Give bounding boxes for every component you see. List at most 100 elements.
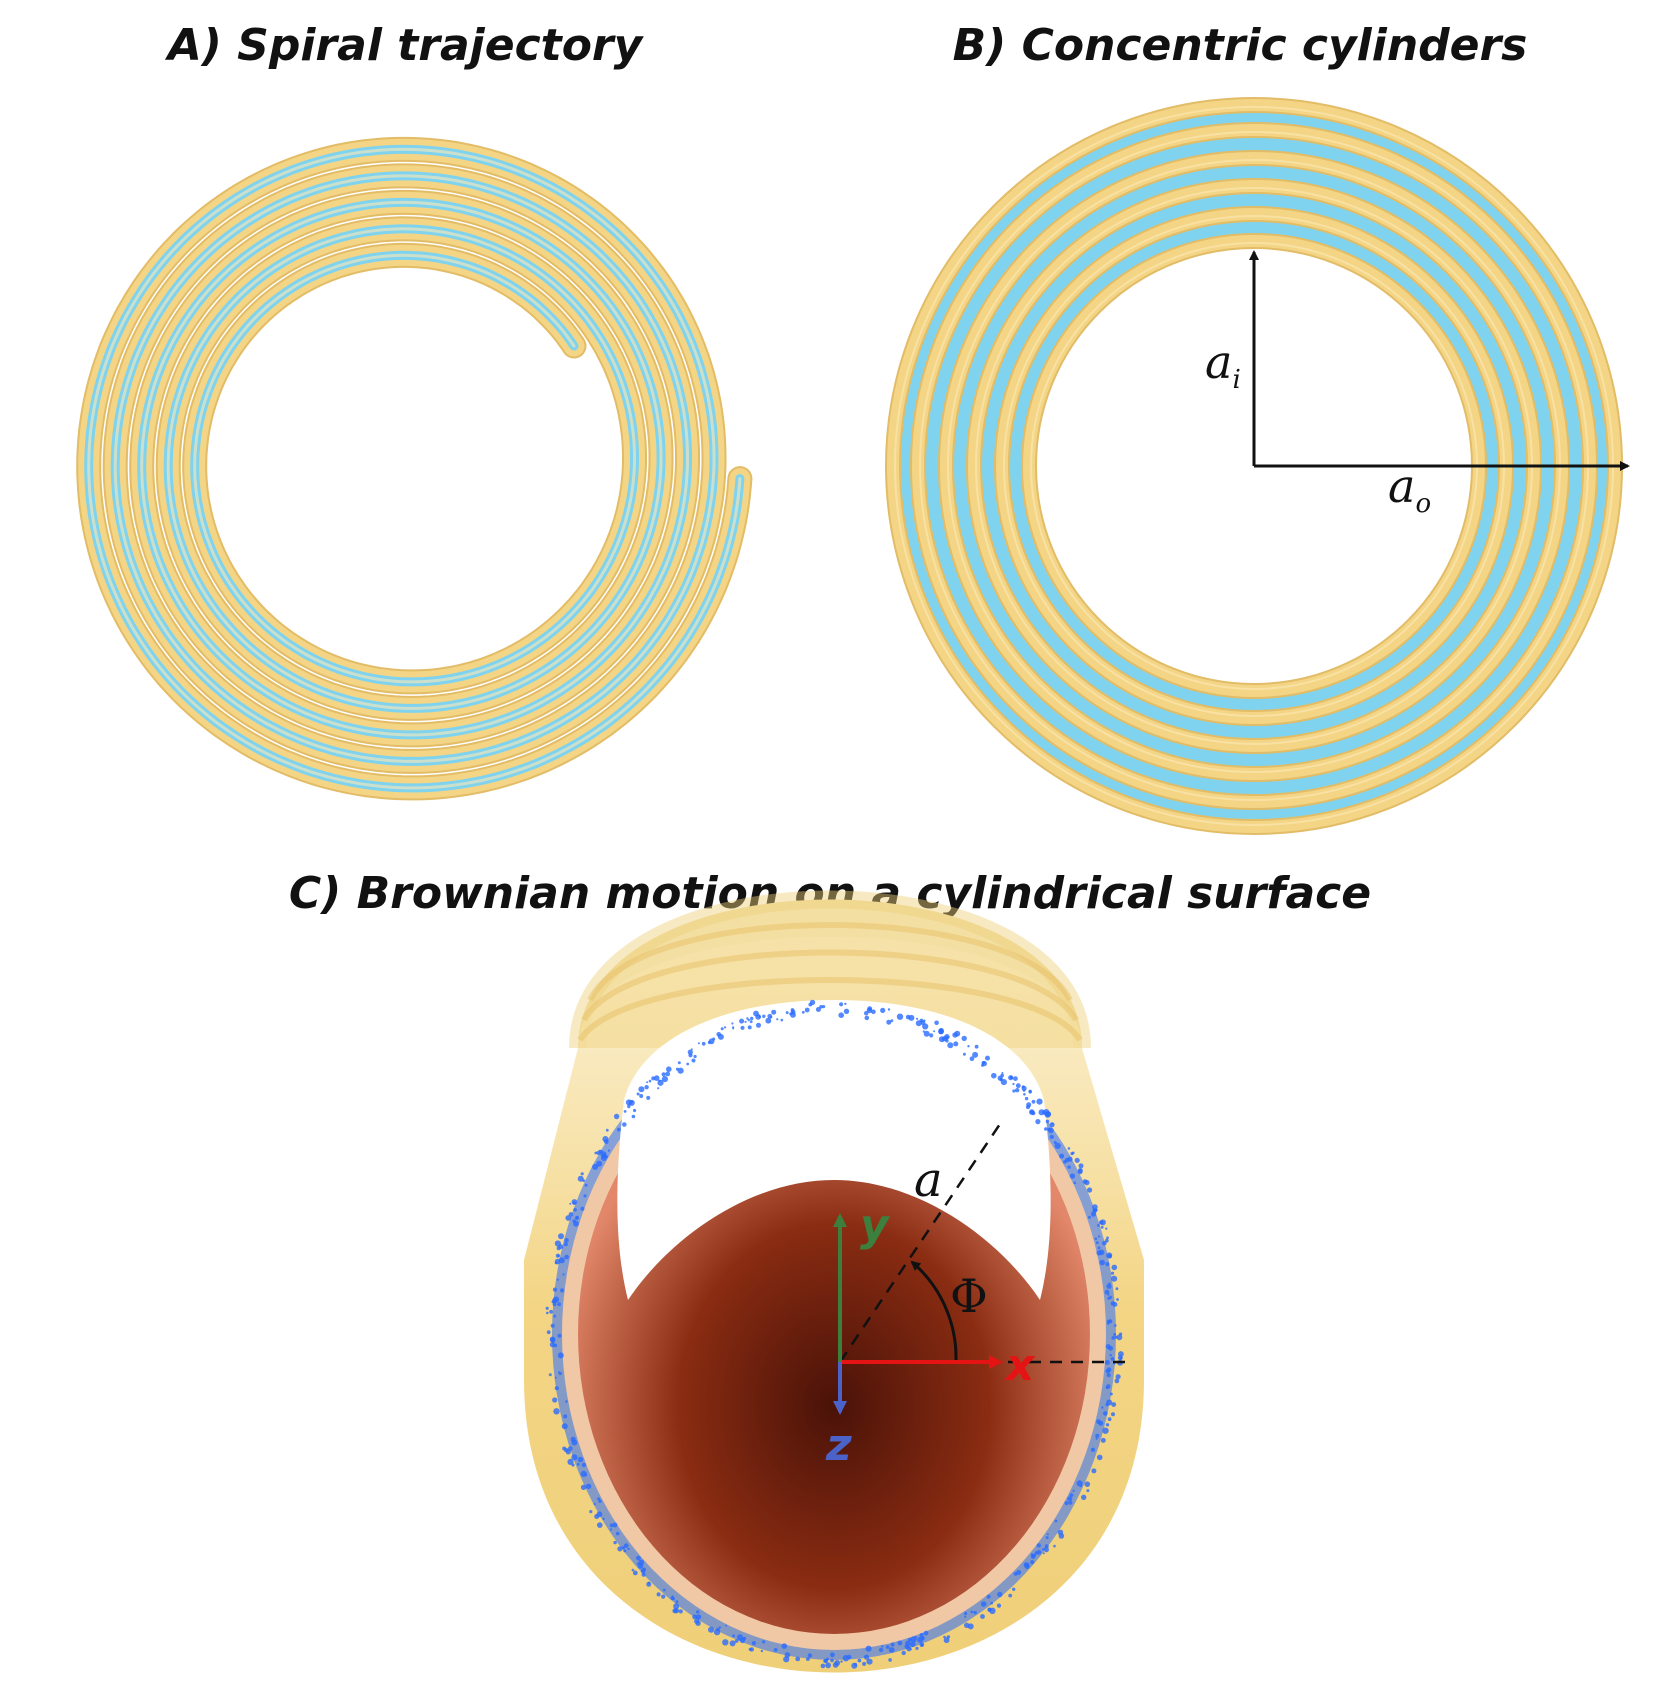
particle: [1097, 1246, 1101, 1250]
particle: [881, 1645, 884, 1648]
particle: [771, 1009, 777, 1015]
particle: [961, 1035, 967, 1042]
particle: [568, 1212, 574, 1217]
particle: [657, 1079, 664, 1086]
particle: [546, 1311, 549, 1315]
particle: [1105, 1262, 1110, 1267]
outer-radius-label: ao: [1388, 459, 1431, 519]
particle: [558, 1371, 562, 1376]
particle: [563, 1242, 568, 1247]
particle: [1107, 1293, 1110, 1296]
particle: [941, 1036, 948, 1042]
spiral-highlight: [87, 147, 742, 790]
radius-dashed-line: [838, 1123, 1002, 1363]
particle: [1012, 1089, 1016, 1093]
particle: [687, 1049, 693, 1055]
particle: [1106, 1373, 1111, 1378]
particle: [750, 1016, 754, 1021]
particle: [1105, 1403, 1109, 1407]
particle: [1104, 1360, 1110, 1365]
particle: [996, 1603, 1002, 1608]
particle: [801, 1010, 805, 1014]
particle: [795, 1656, 801, 1662]
particle: [1076, 1480, 1083, 1487]
particle: [742, 1636, 747, 1641]
particle: [962, 1052, 966, 1056]
particle: [661, 1072, 666, 1077]
particle: [846, 1654, 852, 1660]
particle: [917, 1636, 924, 1643]
particle: [692, 1614, 697, 1620]
particle: [857, 1658, 862, 1663]
particle: [1031, 1553, 1036, 1558]
particle: [1087, 1187, 1093, 1193]
particle: [1106, 1367, 1112, 1373]
particle: [550, 1337, 556, 1343]
particle: [631, 1114, 636, 1119]
particle: [840, 1660, 843, 1663]
particle: [1097, 1235, 1101, 1238]
particle: [1035, 1119, 1041, 1125]
particle: [808, 1002, 813, 1007]
particle: [746, 1017, 749, 1020]
spiral-trajectory: [76, 136, 753, 801]
particle: [901, 1650, 906, 1656]
particle: [622, 1122, 627, 1127]
particle: [1057, 1529, 1064, 1536]
particle: [739, 1018, 745, 1024]
particle: [953, 1041, 959, 1047]
particle: [556, 1246, 561, 1251]
particle: [1109, 1353, 1112, 1357]
particle: [773, 1648, 778, 1652]
particle: [1043, 1547, 1049, 1553]
particle: [762, 1014, 766, 1018]
particle: [580, 1172, 584, 1176]
particle: [585, 1483, 592, 1490]
particle: [571, 1454, 578, 1461]
particle: [1008, 1593, 1013, 1598]
particle: [1111, 1336, 1116, 1340]
particle: [1096, 1454, 1103, 1461]
particle: [583, 1194, 587, 1198]
particle: [1036, 1543, 1042, 1548]
particle: [843, 1008, 850, 1014]
particle: [592, 1163, 599, 1170]
particle: [636, 1092, 640, 1096]
particle: [569, 1202, 572, 1205]
particle: [1051, 1122, 1054, 1125]
particle: [1044, 1544, 1049, 1549]
particle: [973, 1610, 977, 1615]
particle: [751, 1641, 757, 1646]
particle: [557, 1352, 564, 1359]
particle: [1028, 1090, 1032, 1094]
particle: [720, 1027, 724, 1031]
particle: [603, 1139, 609, 1145]
particle: [923, 1019, 926, 1022]
particle: [1071, 1151, 1075, 1155]
particle: [740, 1025, 745, 1030]
particle: [553, 1408, 560, 1415]
particle: [732, 1634, 735, 1638]
particle: [863, 1654, 870, 1660]
particle: [1013, 1076, 1018, 1081]
particle: [1084, 1481, 1091, 1487]
particle: [1091, 1468, 1097, 1474]
particle: [1113, 1333, 1117, 1336]
particle: [552, 1296, 560, 1303]
particle: [734, 1639, 739, 1643]
particle: [871, 1009, 876, 1015]
particle: [862, 1661, 867, 1666]
particle: [724, 1026, 727, 1029]
x-axis-label: x: [1004, 1340, 1036, 1391]
particle: [651, 1076, 656, 1081]
particle: [964, 1611, 968, 1616]
particle: [671, 1595, 674, 1598]
particle: [1106, 1236, 1109, 1240]
particle: [1111, 1412, 1115, 1417]
particle: [605, 1128, 609, 1132]
particle: [656, 1592, 661, 1597]
particle: [916, 1017, 919, 1020]
particle: [1069, 1173, 1076, 1179]
particle: [1013, 1572, 1018, 1576]
particle: [712, 1037, 716, 1041]
